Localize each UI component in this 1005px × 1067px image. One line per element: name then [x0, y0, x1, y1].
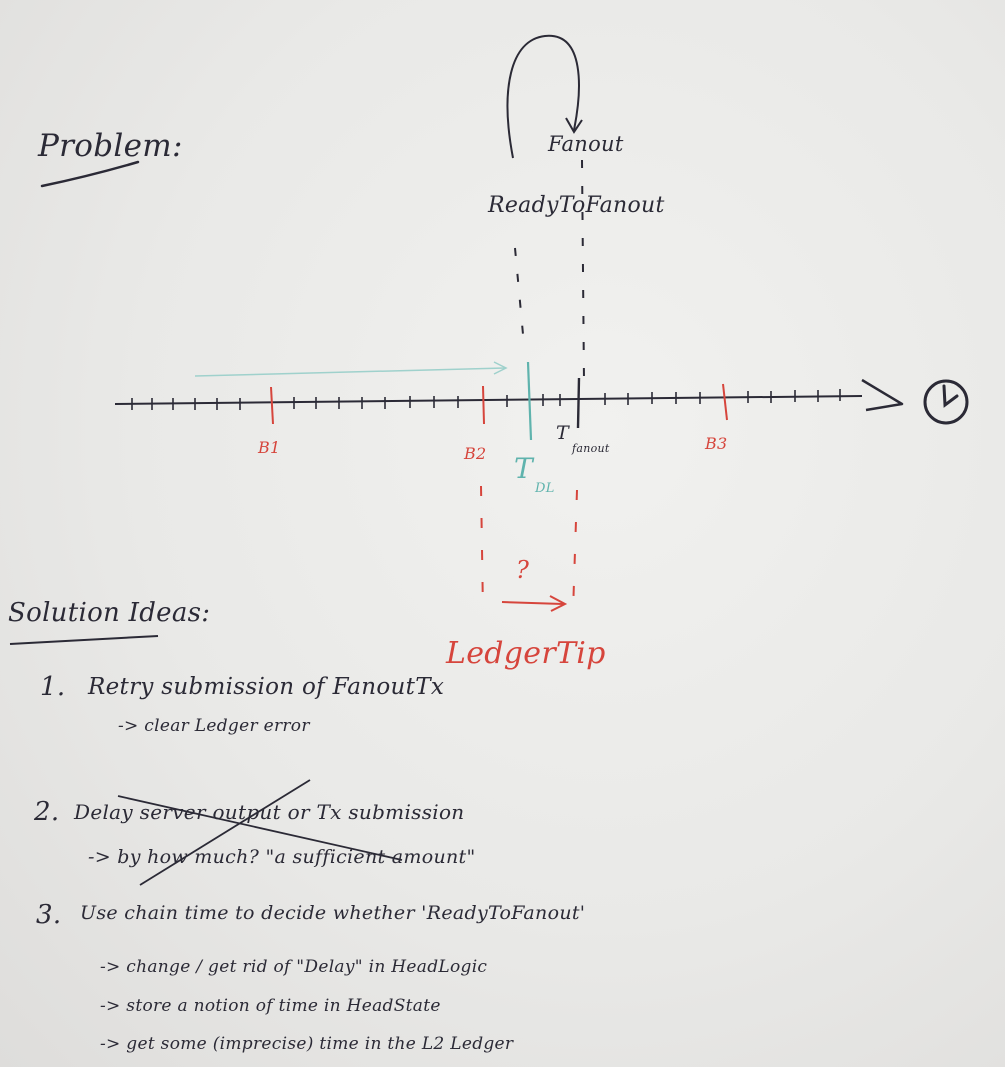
solution-heading: Solution Ideas: [8, 598, 211, 628]
timeline-ticks [131, 389, 841, 410]
loop-arrow-head [565, 117, 583, 134]
ledger-arrow-head [549, 595, 568, 612]
ledger-arrow [501, 601, 564, 605]
t-dl-label: TDL [514, 452, 555, 496]
title-underline [40, 160, 140, 188]
block-ticks [270, 383, 728, 425]
idea-2-sub-1: -> by how much? "a sufficient amount" [88, 846, 476, 868]
idea-1-text: Retry submission of FanoutTx [88, 674, 445, 700]
idea-3-sub-3: -> get some (imprecise) time in the L2 L… [100, 1034, 514, 1054]
idea-3-text: Use chain time to decide whether 'ReadyT… [80, 902, 586, 924]
fanout-dashed-line [581, 159, 585, 383]
clock-icon [923, 379, 969, 425]
problem-title: Problem: [38, 128, 183, 164]
t-fanout-subscript: fanout [571, 442, 610, 455]
idea-1-number: 1. [40, 672, 66, 702]
ready-to-fanout-label: ReadyToFanout [488, 193, 665, 218]
t-fanout-label: Tfanout [556, 422, 610, 455]
question-mark: ? [516, 556, 530, 584]
ledger-tip-label: LedgerTip [446, 636, 606, 671]
timeline-arrowhead [861, 378, 904, 412]
faint-arrow-head [493, 361, 508, 375]
block-b3-label: B3 [705, 434, 728, 453]
deadline-marker [526, 361, 533, 441]
idea-3-number: 3. [36, 900, 62, 930]
idea-3-sub-1: -> change / get rid of "Delay" in HeadLo… [100, 957, 488, 977]
idea-3-sub-2: -> store a notion of time in HeadState [100, 996, 441, 1016]
fanout-marker [576, 377, 581, 429]
block-b1-label: B1 [258, 438, 281, 457]
loop-arrow [506, 34, 580, 159]
t-dl-subscript: DL [534, 481, 555, 496]
t-dl-letter: T [514, 452, 533, 485]
block-b2-label: B2 [464, 444, 487, 463]
ledger-dashed-left [480, 485, 484, 613]
idea-2-number: 2. [34, 797, 60, 827]
solution-heading-underline [9, 635, 159, 645]
t-fanout-letter: T [556, 422, 569, 444]
strike-line-1 [117, 795, 403, 861]
idea-2-text: Delay server output or Tx submission [74, 800, 465, 824]
ledger-dashed-right [572, 489, 578, 613]
ready-dashed-line [514, 247, 525, 346]
strike-line-2 [139, 779, 311, 886]
timeline-axis [114, 395, 863, 405]
fanout-label: Fanout [548, 132, 624, 156]
faint-arrow [194, 367, 506, 377]
idea-1-sub-1: -> clear Ledger error [118, 716, 310, 736]
